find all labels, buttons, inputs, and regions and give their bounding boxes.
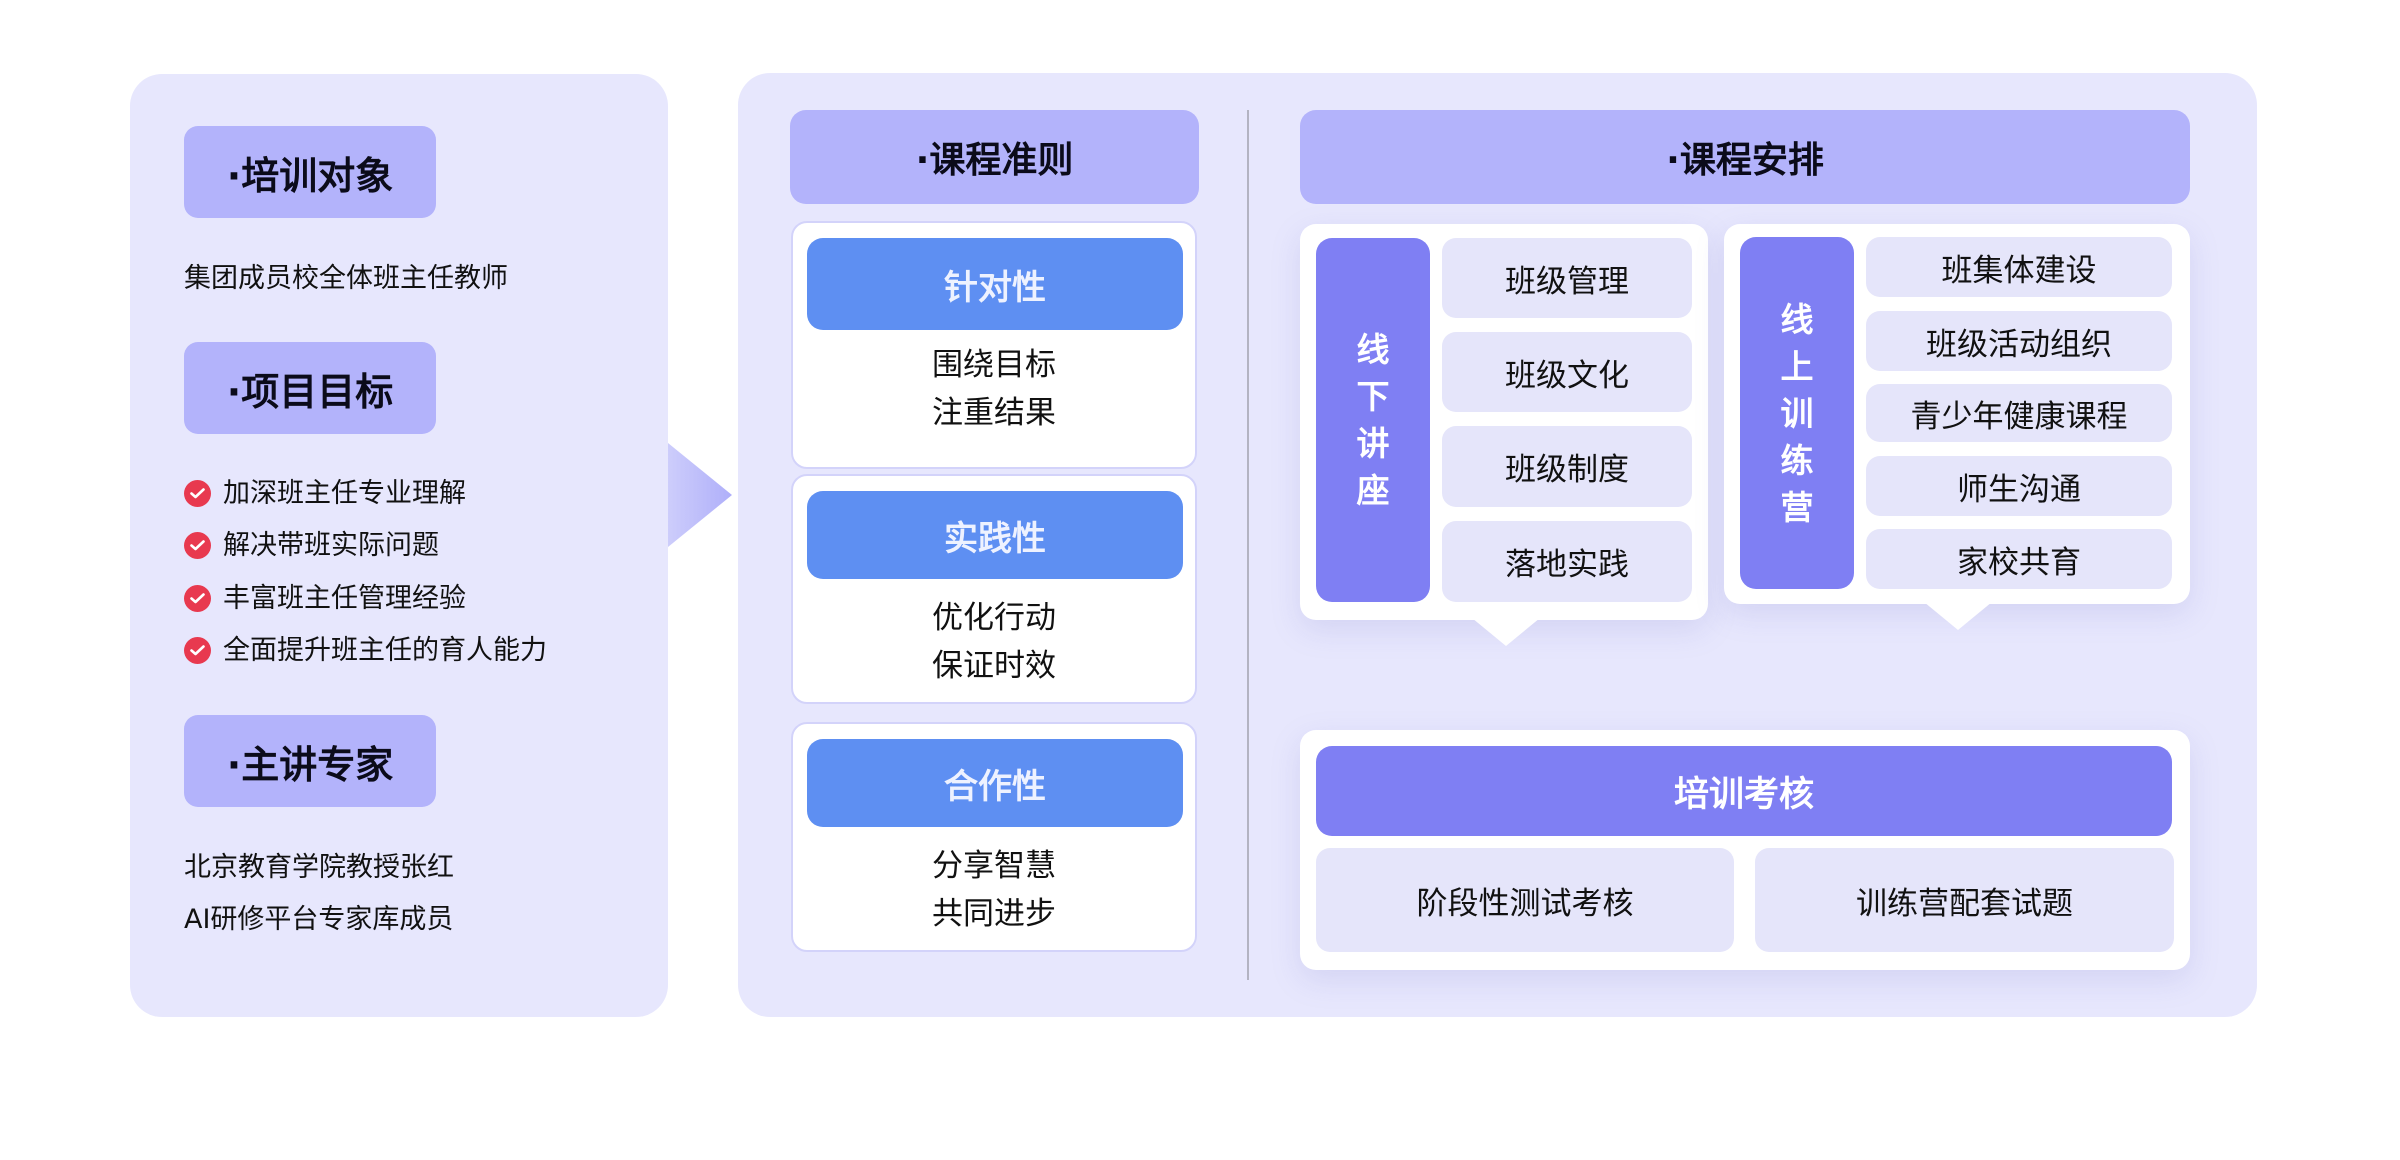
check-circle-icon bbox=[184, 480, 211, 507]
goal-item: 丰富班主任管理经验 bbox=[184, 585, 466, 612]
expert-line: 北京教育学院教授张红 bbox=[184, 852, 454, 883]
assessment-item: 训练营配套试题 bbox=[1755, 848, 2174, 952]
offline-lecture-card: 线下讲座 班级管理 班级文化 班级制度 落地实践 bbox=[1300, 224, 1708, 646]
principle-line: 围绕目标 bbox=[932, 347, 1056, 383]
principle-card: 合作性 分享智慧 共同进步 bbox=[791, 722, 1197, 952]
offline-item: 落地实践 bbox=[1442, 521, 1692, 602]
assessment-item: 阶段性测试考核 bbox=[1316, 848, 1734, 952]
pointer-down-icon bbox=[1472, 618, 1540, 646]
assessment-card: 培训考核 阶段性测试考核 训练营配套试题 bbox=[1300, 730, 2190, 970]
goal-text: 加深班主任专业理解 bbox=[223, 478, 466, 509]
training-target-text: 集团成员校全体班主任教师 bbox=[184, 263, 508, 294]
principle-line: 保证时效 bbox=[932, 648, 1056, 684]
pointer-down-icon bbox=[1924, 602, 1992, 630]
offline-lecture-label: 线下讲座 bbox=[1316, 238, 1430, 602]
online-item: 班集体建设 bbox=[1866, 237, 2172, 297]
principle-title: 合作性 bbox=[807, 739, 1183, 827]
goal-item: 解决带班实际问题 bbox=[184, 532, 439, 559]
principle-line: 共同进步 bbox=[932, 896, 1056, 932]
goal-item: 全面提升班主任的育人能力 bbox=[184, 637, 547, 664]
principle-body: 分享智慧 共同进步 bbox=[793, 842, 1195, 938]
principle-body: 优化行动 保证时效 bbox=[793, 594, 1195, 690]
left-info-panel: ·培训对象 集团成员校全体班主任教师 ·项目目标 加深班主任专业理解 解决带班实… bbox=[130, 74, 668, 1017]
schedule-heading: ·课程安排 bbox=[1300, 110, 2190, 204]
check-circle-icon bbox=[184, 585, 211, 612]
online-camp-card: 线上训练营 班集体建设 班级活动组织 青少年健康课程 师生沟通 家校共育 bbox=[1724, 224, 2190, 630]
experts-heading: ·主讲专家 bbox=[184, 715, 436, 807]
column-divider bbox=[1247, 110, 1249, 980]
principle-body: 围绕目标 注重结果 bbox=[793, 341, 1195, 437]
online-camp-label-text: 线上训练营 bbox=[1780, 299, 1814, 527]
flow-arrow-icon bbox=[668, 443, 732, 547]
principles-heading: ·课程准则 bbox=[790, 110, 1199, 204]
check-circle-icon bbox=[184, 532, 211, 559]
offline-item: 班级制度 bbox=[1442, 426, 1692, 507]
online-item: 家校共育 bbox=[1866, 529, 2172, 589]
goal-text: 全面提升班主任的育人能力 bbox=[223, 635, 547, 666]
training-target-heading: ·培训对象 bbox=[184, 126, 436, 218]
expert-line: AI研修平台专家库成员 bbox=[184, 904, 454, 935]
principle-line: 分享智慧 bbox=[932, 848, 1056, 884]
principle-title: 实践性 bbox=[807, 491, 1183, 579]
principle-line: 优化行动 bbox=[932, 600, 1056, 636]
principle-line: 注重结果 bbox=[932, 395, 1056, 431]
online-item: 班级活动组织 bbox=[1866, 311, 2172, 371]
online-camp-label: 线上训练营 bbox=[1740, 237, 1854, 589]
goal-item: 加深班主任专业理解 bbox=[184, 480, 466, 507]
goal-text: 解决带班实际问题 bbox=[223, 530, 439, 561]
principle-card: 针对性 围绕目标 注重结果 bbox=[791, 221, 1197, 469]
principle-title: 针对性 bbox=[807, 238, 1183, 330]
project-goals-heading: ·项目目标 bbox=[184, 342, 436, 434]
offline-item: 班级文化 bbox=[1442, 332, 1692, 412]
online-item: 师生沟通 bbox=[1866, 456, 2172, 516]
principle-card: 实践性 优化行动 保证时效 bbox=[791, 474, 1197, 704]
course-panel: ·课程准则 针对性 围绕目标 注重结果 实践性 优化行动 保证时效 合作性 分享… bbox=[738, 73, 2257, 1017]
assessment-title: 培训考核 bbox=[1316, 746, 2172, 836]
online-item: 青少年健康课程 bbox=[1866, 384, 2172, 442]
check-circle-icon bbox=[184, 637, 211, 664]
goal-text: 丰富班主任管理经验 bbox=[223, 583, 466, 614]
offline-item: 班级管理 bbox=[1442, 238, 1692, 318]
offline-lecture-label-text: 线下讲座 bbox=[1356, 330, 1390, 510]
